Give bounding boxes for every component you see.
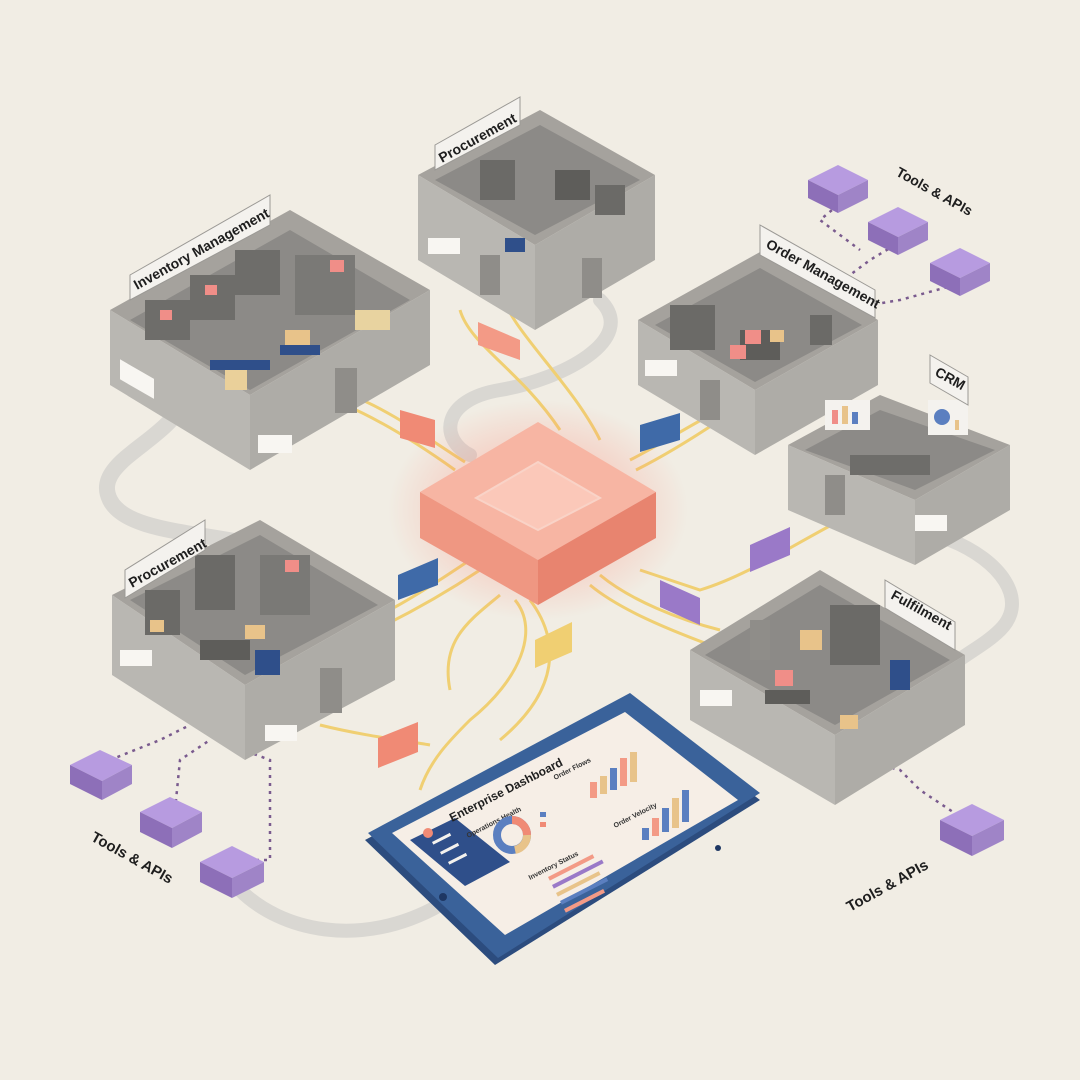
desk <box>850 455 930 475</box>
tools-box[interactable] <box>868 207 928 255</box>
box <box>245 625 265 639</box>
cabinet <box>810 315 832 345</box>
shelf <box>235 250 280 295</box>
tools-box[interactable] <box>940 804 1004 856</box>
tool-link <box>109 723 191 762</box>
tools-label: Tools & APIs <box>894 164 976 219</box>
label-sign <box>434 96 521 171</box>
home-button-icon[interactable] <box>439 893 447 901</box>
barcode <box>428 238 460 254</box>
door <box>320 668 342 713</box>
tools-group-bottom-right: Tools & APIs <box>844 804 1004 915</box>
cart <box>890 660 910 690</box>
box <box>775 670 793 686</box>
door <box>480 255 500 295</box>
connector-line <box>418 599 528 791</box>
tool-link <box>869 283 956 307</box>
shelf <box>295 255 355 315</box>
envelope-icon <box>535 622 572 668</box>
data-ribbon <box>233 883 447 938</box>
tool-link <box>173 738 211 811</box>
tools-box[interactable] <box>140 797 202 848</box>
box <box>150 620 164 632</box>
envelope-icon <box>660 580 700 625</box>
cart <box>255 650 280 675</box>
envelope-icon <box>478 322 520 360</box>
box <box>800 630 822 650</box>
label-sign <box>929 354 969 406</box>
message-envelopes <box>378 322 790 768</box>
tablet-screen <box>392 712 738 935</box>
shelf <box>830 605 880 665</box>
box <box>840 715 858 729</box>
tablet-camera-icon <box>715 845 721 851</box>
cart <box>280 345 320 355</box>
envelope-icon <box>640 413 680 452</box>
box <box>745 330 761 344</box>
door <box>582 258 602 298</box>
door <box>825 475 845 515</box>
envelope-icon <box>750 527 790 572</box>
label-sign <box>124 519 206 599</box>
desk <box>200 640 250 660</box>
envelope-icon <box>398 558 438 600</box>
cabinet <box>555 170 590 200</box>
box <box>730 345 746 359</box>
locker <box>670 305 715 350</box>
tools-box[interactable] <box>808 165 868 213</box>
bar-chart <box>590 752 637 798</box>
door <box>335 368 357 413</box>
dashboard-tablet[interactable]: Enterprise Dashboard Operations Health O… <box>365 693 760 965</box>
tools-label: Tools & APIs <box>844 857 932 916</box>
envelope-icon <box>378 722 418 768</box>
building-fulfilment[interactable]: Fulfilment <box>690 570 965 805</box>
box <box>770 330 784 342</box>
stacked-bars <box>547 854 609 913</box>
shelf <box>195 555 235 610</box>
box <box>505 238 525 252</box>
tool-link <box>817 204 861 251</box>
box <box>160 310 172 320</box>
label-sign <box>884 579 956 651</box>
building-crm[interactable]: CRM <box>788 354 1010 565</box>
dashboard-logo-icon <box>423 828 433 838</box>
barcode <box>120 650 152 666</box>
connector-line <box>319 723 431 747</box>
cabinet <box>595 185 625 215</box>
cabinet <box>480 160 515 200</box>
tool-link <box>849 243 896 276</box>
barcode <box>700 690 732 706</box>
tools-box[interactable] <box>70 750 132 800</box>
box <box>330 260 344 272</box>
cart <box>210 360 270 370</box>
barcode <box>120 359 292 453</box>
tools-group-bottom-left: Tools & APIs <box>70 750 264 898</box>
box <box>205 285 217 295</box>
building-procurement-top[interactable]: Procurement <box>418 96 655 330</box>
dashboard-nav <box>410 818 510 886</box>
building-procurement-left[interactable]: Procurement <box>112 519 395 760</box>
box <box>355 310 390 330</box>
tools-links <box>109 204 966 862</box>
door <box>700 380 720 420</box>
barcode <box>265 725 297 741</box>
envelope-icon <box>400 410 435 448</box>
barcode <box>645 360 677 376</box>
label-sign <box>129 194 271 301</box>
bar-chart <box>642 790 689 840</box>
barcode <box>915 515 947 531</box>
shelf <box>190 275 235 320</box>
central-hub <box>388 400 688 620</box>
tool-link <box>229 743 272 862</box>
box <box>285 560 299 572</box>
desk <box>765 690 810 704</box>
label-sign <box>759 224 876 319</box>
door <box>750 620 770 660</box>
building-inventory-management[interactable]: Inventory Management <box>110 194 430 470</box>
box <box>225 370 247 390</box>
tools-box[interactable] <box>200 846 264 898</box>
tools-box[interactable] <box>930 248 990 296</box>
